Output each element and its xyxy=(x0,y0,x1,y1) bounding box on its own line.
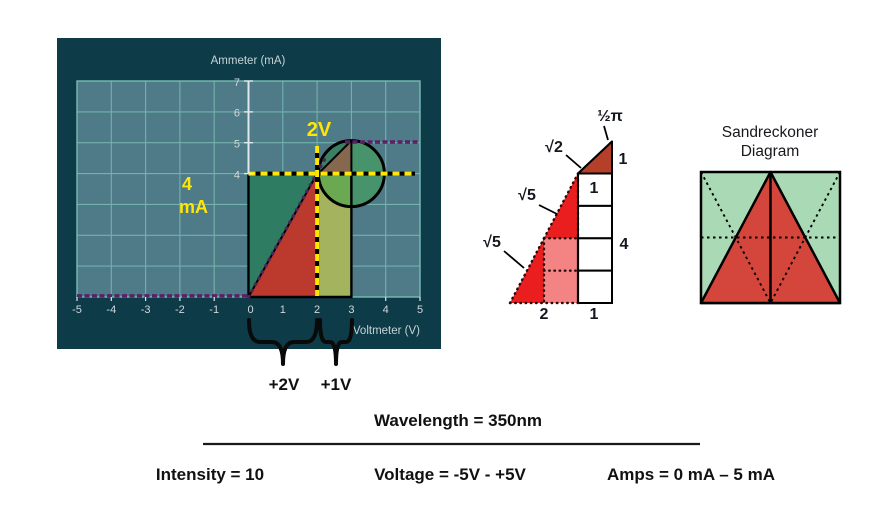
region-outline xyxy=(247,173,353,299)
circle-chord xyxy=(317,139,353,175)
label-sqrt5-lower: √5 xyxy=(483,234,501,251)
sandreckoner-title-line1: Sandreckoner xyxy=(722,124,819,141)
x-tick--5: -5 xyxy=(72,304,82,316)
label-two-base: 2 xyxy=(540,306,549,323)
y-tick-5: 5 xyxy=(234,139,240,151)
marker-label-4: 4 xyxy=(182,174,192,194)
y-tick-4: 4 xyxy=(234,169,240,181)
x-tick-0: 0 xyxy=(247,304,253,316)
graph-title: Ammeter (mA) xyxy=(211,55,286,67)
x-tick--3: -3 xyxy=(141,304,151,316)
sandreckoner-title-line2: Diagram xyxy=(741,143,800,160)
x-axis-ticks xyxy=(76,297,421,301)
x-tick-1: 1 xyxy=(280,304,286,316)
brace-0-to-2v xyxy=(247,318,319,366)
label-one-base: 1 xyxy=(590,306,599,323)
label-one-right: 1 xyxy=(619,151,628,168)
label-sqrt2: √2 xyxy=(545,139,563,156)
label-sqrt5-upper: √5 xyxy=(518,187,536,204)
dissection-diagram: ½π √2 √5 √5 1 1 4 2 1 xyxy=(483,108,628,323)
x-tick--1: -1 xyxy=(209,304,219,316)
dotted-diagonal-left xyxy=(700,171,772,304)
marker-label-2v: 2V xyxy=(307,119,332,141)
hypotenuse-dotted-overlay xyxy=(246,153,329,299)
brace-label-plus1v: +1V xyxy=(321,375,352,394)
label-four-side: 4 xyxy=(620,236,629,253)
footer: Wavelength = 350nm Intensity = 10 Voltag… xyxy=(156,411,775,484)
intensity-label: Intensity = 10 xyxy=(156,465,264,484)
label-half-pi: ½π xyxy=(597,108,623,125)
pointer-lines xyxy=(503,125,609,269)
x-tick-3: 3 xyxy=(348,304,354,316)
wavelength-label: Wavelength = 350nm xyxy=(374,411,542,430)
x-tick--4: -4 xyxy=(106,304,116,316)
pointer-sqrt5-lower xyxy=(503,250,525,269)
brick-unit-triangle xyxy=(577,140,613,175)
iv-graph-panel: 7 6 5 4 -5 -4 -3 -2 -1 0 1 2 3 4 5 Ammet… xyxy=(57,38,441,349)
marker-label-ma: mA xyxy=(179,197,208,217)
y-tick-6: 6 xyxy=(234,108,240,120)
voltage-braces xyxy=(247,318,354,366)
upper-hypotenuse-dotted xyxy=(542,172,580,240)
pointer-sqrt2 xyxy=(565,154,582,169)
sandreckoner-dotted-lines xyxy=(700,171,841,304)
x-tick--2: -2 xyxy=(175,304,185,316)
x-tick-5: 5 xyxy=(417,304,423,316)
brace-2-to-3v xyxy=(318,318,354,366)
pointer-sqrt5-upper xyxy=(538,204,558,215)
amps-label: Amps = 0 mA – 5 mA xyxy=(607,465,775,484)
y-axis-ticks xyxy=(244,80,253,175)
x-tick-2: 2 xyxy=(314,304,320,316)
brace-label-plus2v: +2V xyxy=(269,375,300,394)
pointer-half-pi xyxy=(603,125,609,141)
y-tick-7: 7 xyxy=(234,77,240,89)
sandreckoner-diagram: Sandreckoner Diagram xyxy=(699,124,842,305)
x-tick-4: 4 xyxy=(383,304,389,316)
lower-hypotenuse-dotted xyxy=(508,237,546,305)
voltage-label: Voltage = -5V - +5V xyxy=(374,465,526,484)
circle-lower-left-quarter xyxy=(318,173,352,207)
unit-column xyxy=(577,172,613,304)
x-axis-label: Voltmeter (V) xyxy=(353,325,420,337)
label-one-top-square: 1 xyxy=(590,180,599,197)
